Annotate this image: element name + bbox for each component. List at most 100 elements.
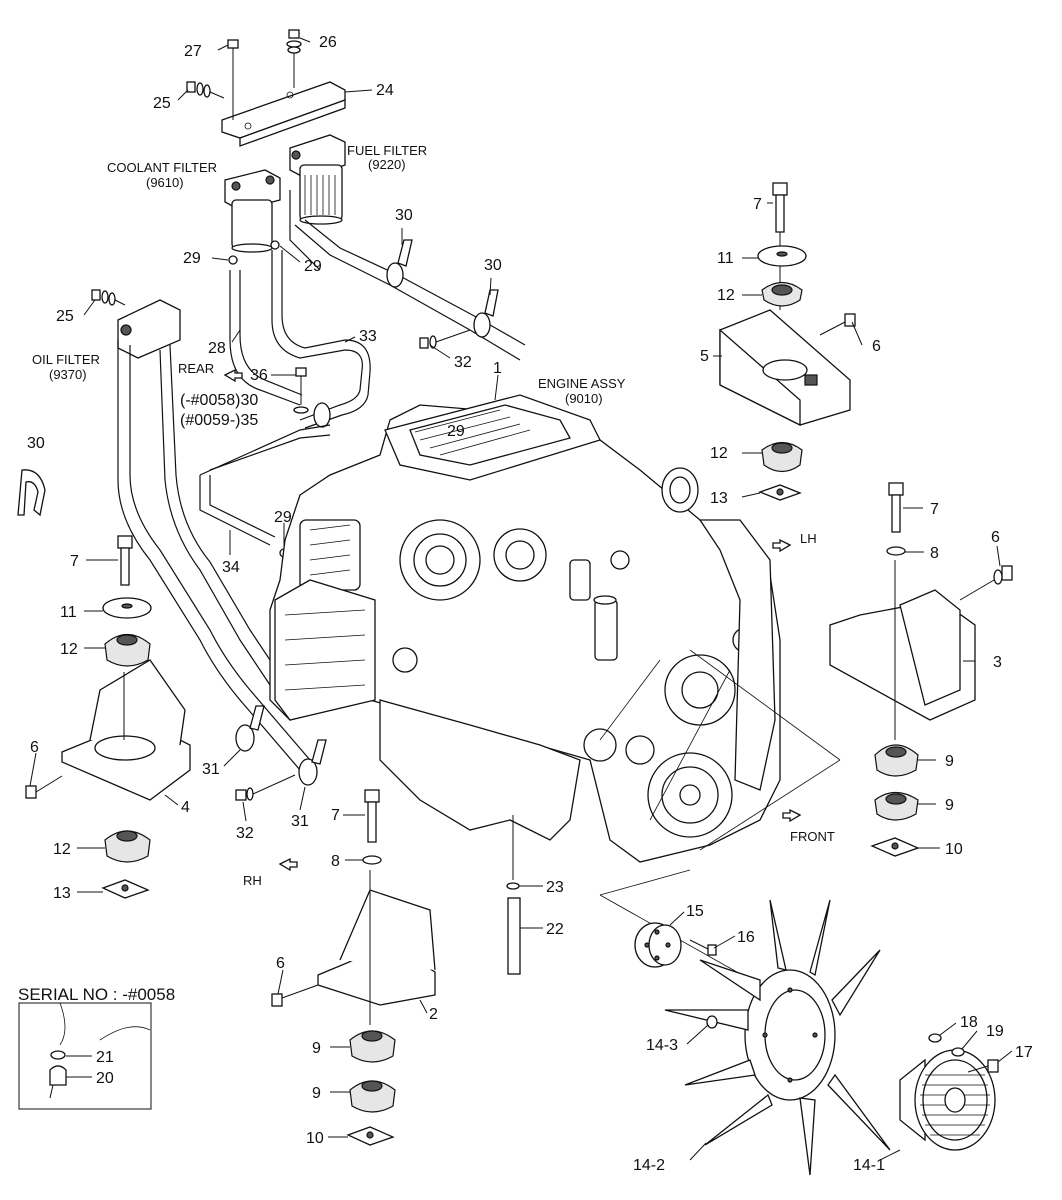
callout-1: 1 <box>493 360 502 377</box>
bolt-32-top <box>419 329 471 349</box>
callout-12: 12 <box>710 445 728 462</box>
callout-29: 29 <box>183 250 201 267</box>
bolt-7-top <box>772 182 788 233</box>
arrow-rh-icon <box>278 857 298 872</box>
callout-11: 11 <box>60 604 77 621</box>
bolt-6-left <box>25 775 63 799</box>
arrow-front-icon <box>782 808 802 823</box>
washer-19 <box>951 1047 965 1057</box>
callout-12: 12 <box>717 287 735 304</box>
nut-14-3 <box>706 1015 718 1029</box>
fuel-filter-code: (9220) <box>368 157 406 172</box>
callout-29: 29 <box>304 258 322 275</box>
callout-20: 20 <box>96 1070 114 1087</box>
bolt-7-bottom <box>364 789 380 843</box>
callout-7: 7 <box>930 501 939 518</box>
engine-assy-code: (9010) <box>565 391 603 406</box>
callout-19: 19 <box>986 1023 1004 1040</box>
callout-25: 25 <box>153 95 171 112</box>
oil-filter <box>117 299 311 771</box>
hose-28 <box>229 270 303 406</box>
mount-4 <box>61 659 191 801</box>
washer-8-bottom <box>362 855 382 865</box>
serial-30-label: (-#0058)30 <box>180 392 258 409</box>
dipstick-22 <box>506 815 521 975</box>
callout-25: 25 <box>56 308 74 325</box>
callout-4: 4 <box>181 799 190 816</box>
oil-filter-label: OIL FILTER <box>32 352 100 367</box>
plate-10-right <box>870 837 920 857</box>
rear-label: REAR <box>178 361 214 376</box>
engine-assy-label: ENGINE ASSY <box>538 376 626 391</box>
callout-14-3: 14-3 <box>646 1037 678 1054</box>
fan-guide-lines <box>599 649 841 986</box>
callout-11: 11 <box>717 250 734 267</box>
bolt-6-right <box>959 565 1013 601</box>
callout-14-2: 14-2 <box>633 1157 665 1174</box>
hose-connector <box>313 402 331 428</box>
callout-15: 15 <box>686 903 704 920</box>
clamp-30-left <box>17 469 46 517</box>
part-labels: COOLANT FILTER (9610) FUEL FILTER (9220)… <box>18 143 835 1004</box>
callout-30: 30 <box>484 257 502 274</box>
rubber-9-right-a <box>874 744 919 777</box>
callout-5: 5 <box>700 348 709 365</box>
coolant-filter-label: COOLANT FILTER <box>107 160 217 175</box>
bolt-27 <box>227 39 239 120</box>
callout-26: 26 <box>319 34 337 51</box>
bolt-16 <box>689 939 717 956</box>
callout-7: 7 <box>331 807 340 824</box>
callout-23: 23 <box>546 879 564 896</box>
callout-6: 6 <box>276 955 285 972</box>
clamp-30-a <box>386 239 413 288</box>
arrow-rear-icon <box>223 368 243 383</box>
rh-label: RH <box>243 873 262 888</box>
callout-31: 31 <box>202 761 220 778</box>
mount-3 <box>829 560 976 740</box>
callout-10: 10 <box>945 841 963 858</box>
callout-2: 2 <box>429 1006 438 1023</box>
callout-8: 8 <box>331 853 340 870</box>
callout-12: 12 <box>60 641 78 658</box>
callout-13: 13 <box>710 490 728 507</box>
bolt-36 <box>293 367 309 414</box>
callout-36: 36 <box>250 367 268 384</box>
bolt-17 <box>967 1059 999 1073</box>
spacer-15 <box>634 922 682 968</box>
callout-12: 12 <box>53 841 71 858</box>
washer-11-top <box>757 245 807 267</box>
mount-2 <box>317 870 436 1025</box>
callout-10: 10 <box>306 1130 324 1147</box>
callout-28: 28 <box>208 340 226 357</box>
callout-31: 31 <box>291 813 309 830</box>
callout-7: 7 <box>70 553 79 570</box>
front-label: FRONT <box>790 829 835 844</box>
clamp-31-a <box>235 705 265 752</box>
bolt-6-top <box>819 313 856 336</box>
leader-lines <box>29 37 1013 1161</box>
callout-6: 6 <box>991 529 1000 546</box>
callout-3: 3 <box>993 654 1002 671</box>
mount-5 <box>719 202 851 427</box>
oring-29-b <box>270 240 280 250</box>
top-bracket <box>221 81 346 147</box>
callout-9: 9 <box>312 1040 321 1057</box>
callout-9: 9 <box>945 797 954 814</box>
lh-label: LH <box>800 531 817 546</box>
coolant-filter <box>224 169 281 253</box>
callout-27: 27 <box>184 43 202 60</box>
rubber-9-right-b <box>874 791 919 821</box>
callout-7: 7 <box>753 196 762 213</box>
plate-13-right <box>758 484 802 501</box>
callout-8: 8 <box>930 545 939 562</box>
callout-30: 30 <box>395 207 413 224</box>
rubber-12-top <box>761 281 803 307</box>
callout-34: 34 <box>222 559 240 576</box>
callout-33: 33 <box>359 328 377 345</box>
rubber-9-bottom-a <box>349 1030 396 1063</box>
hose-33 <box>271 250 371 429</box>
rubber-12-left <box>104 633 151 667</box>
callout-29: 29 <box>447 423 465 440</box>
callout-14-1: 14-1 <box>853 1157 885 1174</box>
